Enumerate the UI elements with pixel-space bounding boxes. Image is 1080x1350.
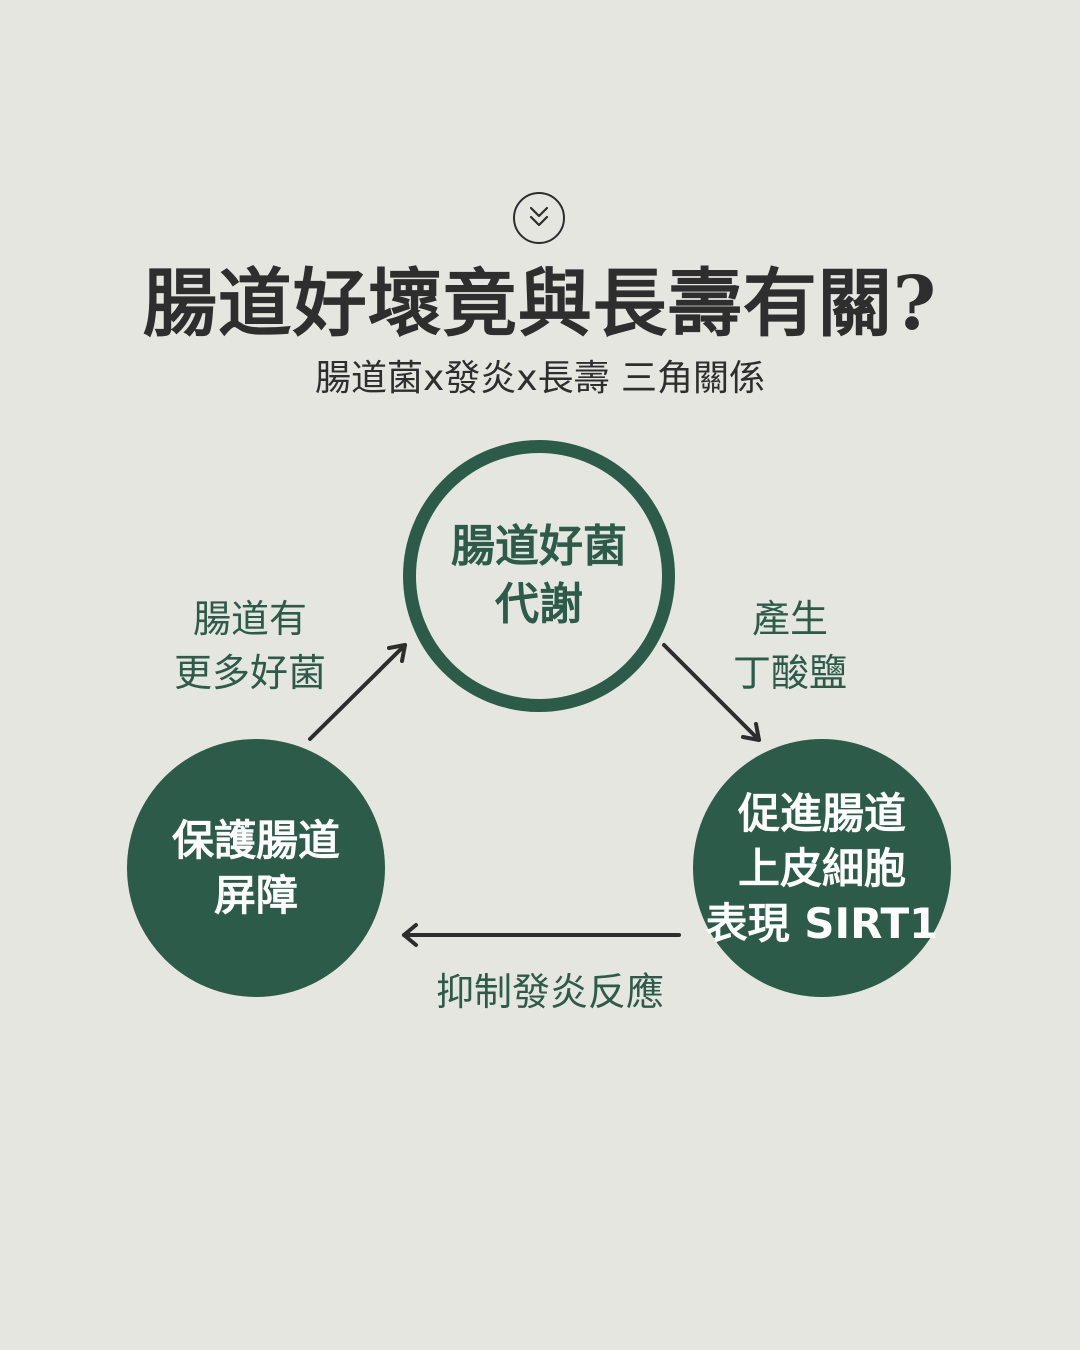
node-line: 保護腸道	[171, 816, 340, 865]
edge-label-line: 丁酸鹽	[732, 651, 847, 695]
page-title: 腸道好壞竟與長壽有關?	[142, 261, 938, 347]
node-line: 上皮細胞	[737, 843, 906, 893]
node-line: 腸道好菌	[451, 521, 627, 572]
node-line: 表現 SIRT1	[705, 898, 939, 948]
edge-label-line: 更多好菌	[173, 651, 326, 695]
node-gut-barrier: 保護腸道 屏障	[127, 739, 385, 997]
edge-label-line: 產生	[751, 597, 828, 641]
node-line: 促進腸道	[737, 788, 906, 838]
page-subtitle: 腸道菌x發炎x長壽 三角關係	[314, 358, 766, 399]
arrow-top-to-right	[662, 643, 761, 742]
arrow-left-to-top	[308, 643, 407, 741]
node-line: 代謝	[495, 579, 583, 630]
arrow-right-to-left	[402, 923, 681, 947]
edge-label-left-to-top: 腸道有 更多好菌	[150, 592, 350, 700]
edge-label-top-to-right: 產生 丁酸鹽	[690, 592, 890, 700]
double-chevron-down-icon	[513, 192, 565, 244]
edge-label-right-to-left: 抑制發炎反應	[380, 965, 720, 1019]
edge-label-line: 抑制發炎反應	[435, 970, 664, 1014]
edge-label-line: 腸道有	[192, 597, 307, 641]
node-sirt1-expression: 促進腸道 上皮細胞 表現 SIRT1	[693, 739, 951, 997]
node-gut-bacteria-metabolism: 腸道好菌 代謝	[403, 440, 675, 712]
node-line: 屏障	[213, 871, 298, 920]
